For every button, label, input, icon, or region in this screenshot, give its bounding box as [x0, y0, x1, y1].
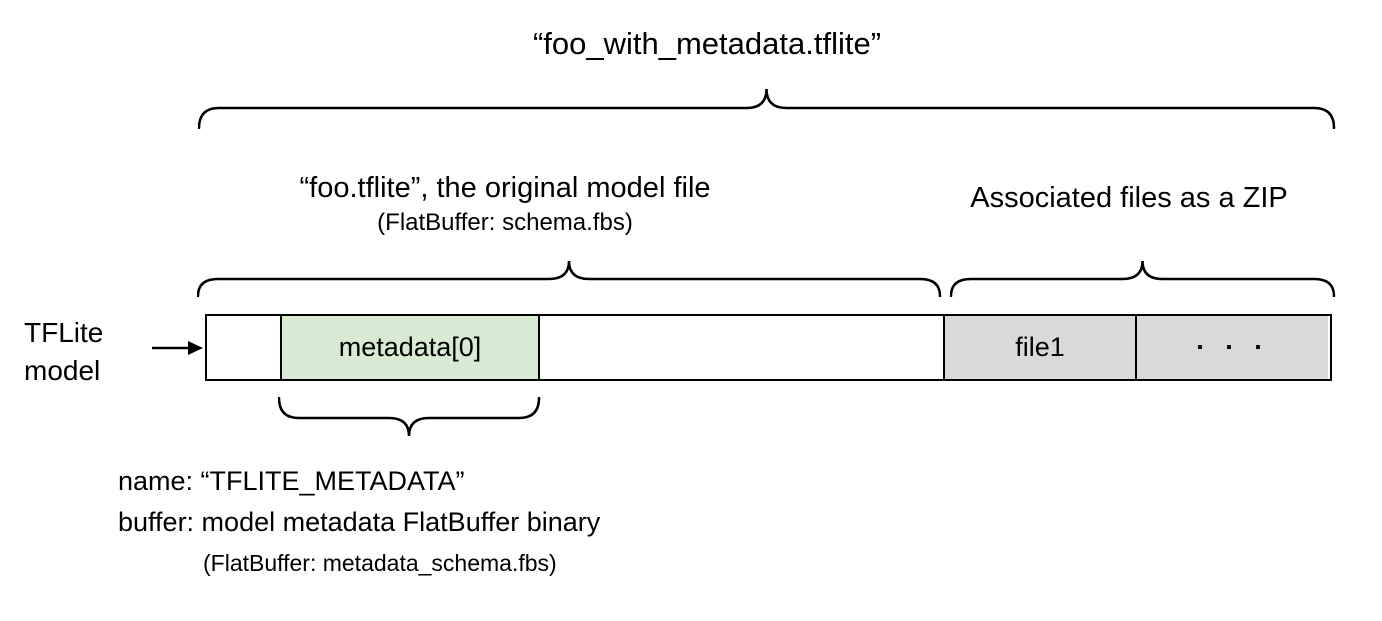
bar-segment-metadata: metadata[0]: [282, 316, 540, 379]
metadata-buffer-line: buffer: model metadata FlatBuffer binary: [118, 507, 601, 537]
model-file-brace: [197, 260, 942, 297]
original-model-label-line1: “foo.tflite”, the original model file: [299, 172, 711, 204]
original-model-schema-note: (FlatBuffer: schema.fbs): [377, 209, 633, 236]
model-file-bar: metadata[0] file1 . . .: [205, 314, 1332, 381]
tflite-model-label: TFLite model: [24, 314, 154, 390]
bar-segment-more-files: . . .: [1137, 316, 1328, 379]
bar-segment-model-body: [540, 316, 945, 379]
packed-file-title: “foo_with_metadata.tflite”: [532, 26, 882, 61]
tflite-model-label-line2: model: [24, 355, 101, 386]
metadata-name-line: name: “TFLITE_METADATA”: [118, 466, 465, 496]
tflite-model-label-line1: TFLite: [24, 317, 104, 348]
associated-files-brace: [950, 260, 1336, 297]
arrow-icon: [152, 341, 203, 355]
original-model-label: “foo.tflite”, the original model file (F…: [205, 168, 805, 238]
metadata-annotation: name: “TFLITE_METADATA” buffer: model me…: [118, 461, 738, 584]
ellipsis-dots: . . .: [1196, 325, 1269, 355]
bar-segment-model-header: [207, 316, 282, 379]
bar-segment-file1: file1: [945, 316, 1137, 379]
associated-files-label: Associated files as a ZIP: [970, 182, 1288, 214]
metadata-schema-note: (FlatBuffer: metadata_schema.fbs): [203, 550, 557, 576]
metadata-brace: [278, 397, 541, 437]
whole-file-brace: [198, 88, 1336, 129]
